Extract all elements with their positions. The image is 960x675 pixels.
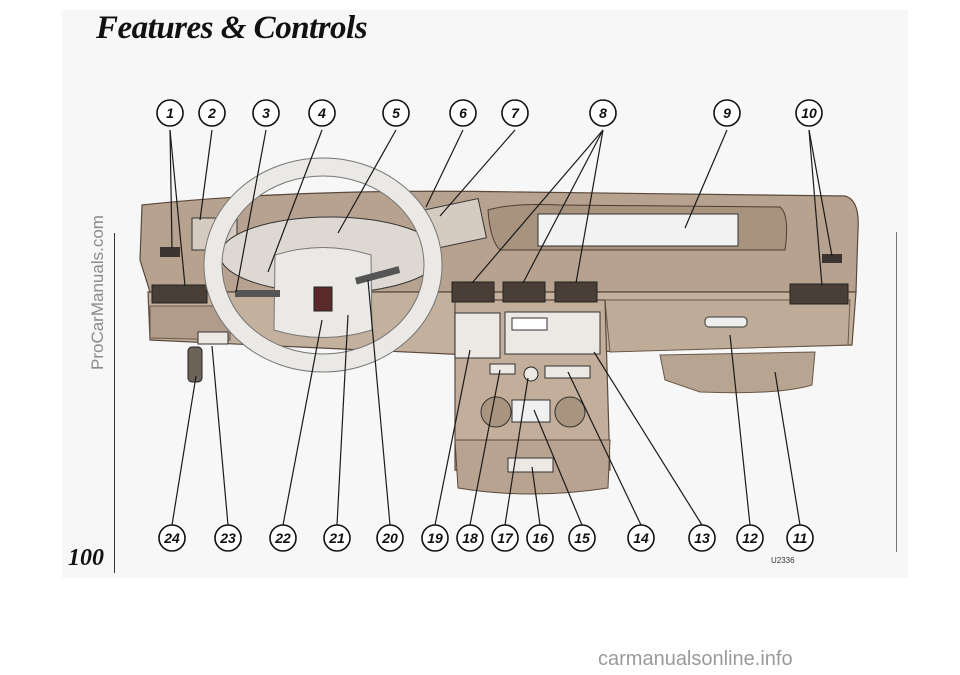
shift-lever [354,266,401,285]
left-defog-vent [160,247,180,257]
watermark-side: ProCarManuals.com [88,215,107,370]
left-side-vent [151,284,208,304]
callout-label: 24 [163,530,180,546]
turn-signal-lever [235,290,280,297]
callout-label: 1 [166,105,174,121]
callout-6: 6 [449,99,477,127]
callout-18: 18 [456,524,484,552]
leader-lines-bottom [171,279,801,526]
steering-wheel-rim [204,158,442,372]
steering-wheel-emblem [313,286,333,312]
callout-label: 19 [427,530,443,546]
callout-13: 13 [688,524,716,552]
lower-pocket [659,351,816,394]
callout-label: 12 [742,530,758,546]
center-display-screen [537,213,739,247]
callout-label: 16 [532,530,548,546]
callout-17: 17 [491,524,519,552]
callout-8: 8 [589,99,617,127]
callout-label: 7 [511,105,520,121]
accessory-panel [544,365,591,379]
callout-23: 23 [214,524,242,552]
steering-wheel-rim-outline [203,157,443,373]
lighter [523,366,539,382]
callout-label: 8 [599,105,607,121]
callout-15: 15 [568,524,596,552]
glovebox-handle [704,316,748,328]
callout-21: 21 [323,524,351,552]
callout-label: 3 [262,105,270,121]
callout-20: 20 [376,524,404,552]
callout-label: 18 [462,530,478,546]
right-side-vent [789,283,849,305]
callout-16: 16 [526,524,554,552]
callout-1: 1 [156,99,184,127]
callout-label: 23 [219,530,236,546]
parking-brake-release [197,331,229,345]
callout-2: 2 [198,99,226,127]
climate-control [454,312,501,359]
page-title: Features & Controls [96,10,368,46]
ashtray [511,399,551,423]
callout-24: 24 [158,524,186,552]
cupholder-right [554,396,586,428]
callout-label: 21 [328,530,345,546]
callout-label: 9 [723,105,731,121]
steering-wheel-rim-inner [221,175,425,355]
callout-label: 15 [574,530,590,546]
callout-label: 22 [274,530,291,546]
figure-code: U2336 [771,556,795,565]
callout-19: 19 [421,524,449,552]
right-rule [896,232,897,552]
callout-22: 22 [269,524,297,552]
watermark-bottom: carmanualsonline.info [598,648,793,670]
hood-release-lever [187,346,203,383]
callout-4: 4 [308,99,336,127]
page-number: 100 [68,545,104,571]
callout-label: 17 [497,530,514,546]
callout-5: 5 [382,99,410,127]
rear-defog-panel [489,363,516,375]
callout-label: 2 [207,105,216,121]
callout-label: 10 [801,105,817,121]
callout-label: 20 [381,530,398,546]
callout-label: 5 [392,105,400,121]
callout-label: 11 [793,530,808,546]
leader-lines-top [169,129,833,293]
cupholder-left [480,396,512,428]
radio-display [511,317,548,331]
center-vent-3 [554,281,598,303]
callout-12: 12 [736,524,764,552]
callout-label: 13 [694,530,710,546]
callout-label: 6 [459,105,467,121]
center-vent-2 [502,281,546,303]
callout-11: 11 [786,524,814,552]
callout-9: 9 [713,99,741,127]
page-rule [114,233,115,573]
callout-label: 4 [317,105,326,121]
callout-7: 7 [501,99,529,127]
callout-3: 3 [252,99,280,127]
center-vent-1 [451,281,495,303]
right-defog-vent [822,254,842,263]
callout-label: 14 [633,530,649,546]
callout-10: 10 [795,99,823,127]
console-storage [507,457,554,473]
callout-14: 14 [627,524,655,552]
